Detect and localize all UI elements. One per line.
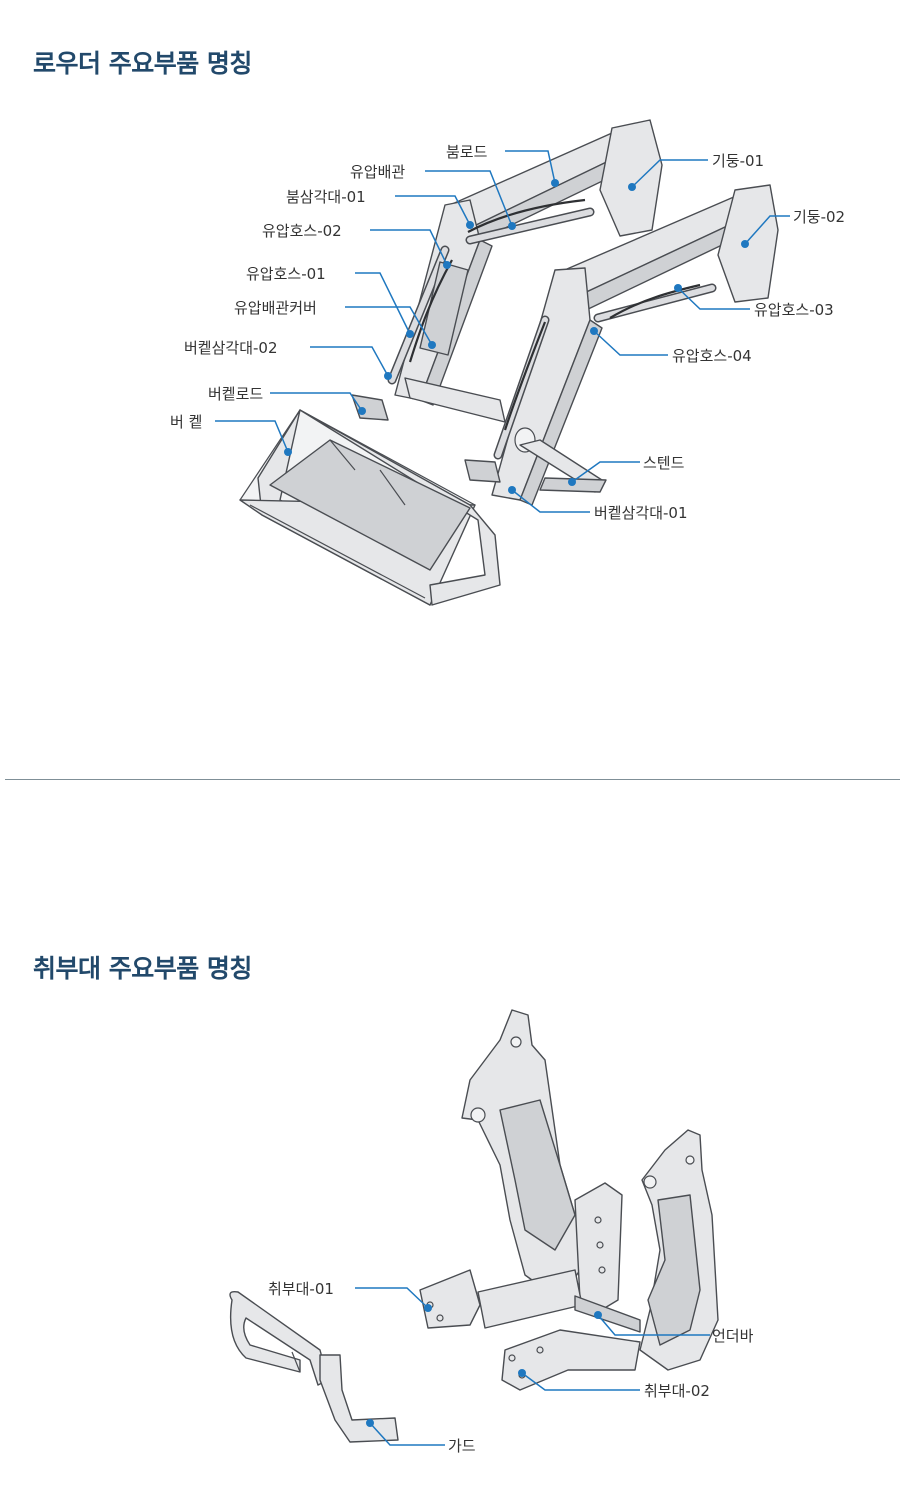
label-hydraulic-hose-02: 유압호스-02 xyxy=(262,222,342,240)
label-stand: 스텐드 xyxy=(643,454,685,472)
label-bucket-rod: 버켙로드 xyxy=(208,385,263,403)
label-mount-01: 취부대-01 xyxy=(268,1280,334,1298)
label-hydraulic-pipe: 유압배관 xyxy=(350,163,405,181)
label-pillar-01: 기둥-01 xyxy=(712,152,764,170)
mount-guard xyxy=(229,1290,399,1443)
label-hydraulic-pipe-cover: 유압배관커버 xyxy=(234,299,317,317)
loader-parts-diagram: 붐로드 유압배관 붐삼각대-01 유압호스-02 유압호스-01 유압배관커버 … xyxy=(170,119,845,606)
label-bucket-triangle-01: 버켙삼각대-01 xyxy=(594,504,688,522)
label-bucket: 버 켙 xyxy=(170,413,202,431)
under-bar-rod xyxy=(574,1295,641,1333)
label-mount-02: 취부대-02 xyxy=(644,1382,710,1400)
label-hydraulic-hose-03: 유압호스-03 xyxy=(754,301,834,319)
mount-02-plate xyxy=(501,1329,641,1391)
label-hydraulic-hose-04: 유압호스-04 xyxy=(672,347,752,365)
pipe-cover xyxy=(419,261,469,356)
label-hydraulic-hose-01: 유압호스-01 xyxy=(246,265,326,283)
cross-tube xyxy=(404,377,506,423)
hose-path-c xyxy=(609,283,701,319)
mount-parts-diagram: 취부대-01 언더바 취부대-02 가드 xyxy=(229,1009,754,1455)
label-guard: 가드 xyxy=(448,1437,476,1455)
label-under-bar: 언더바 xyxy=(712,1327,754,1345)
label-boom-rod: 붐로드 xyxy=(446,143,488,161)
label-bucket-triangle-02: 버켙삼각대-02 xyxy=(184,339,278,357)
mount-01-plate xyxy=(419,1269,481,1329)
loader-section-title: 로우더 주요부품 명칭 xyxy=(33,49,252,78)
hose-path-a xyxy=(467,198,586,233)
mount-back-bracket xyxy=(461,1009,623,1313)
mount-section-title: 취부대 주요부품 명칭 xyxy=(33,954,252,983)
hose-path-d xyxy=(503,321,547,431)
mount-front-bracket xyxy=(639,1129,719,1371)
hose-path-b xyxy=(408,259,453,363)
label-pillar-02: 기둥-02 xyxy=(793,208,845,226)
loader-leaders xyxy=(215,150,790,513)
label-boom-triangle-01: 붐삼각대-01 xyxy=(286,188,366,206)
mount-leaders xyxy=(355,1287,710,1446)
loader-bucket xyxy=(239,394,501,606)
section-divider xyxy=(5,779,900,780)
